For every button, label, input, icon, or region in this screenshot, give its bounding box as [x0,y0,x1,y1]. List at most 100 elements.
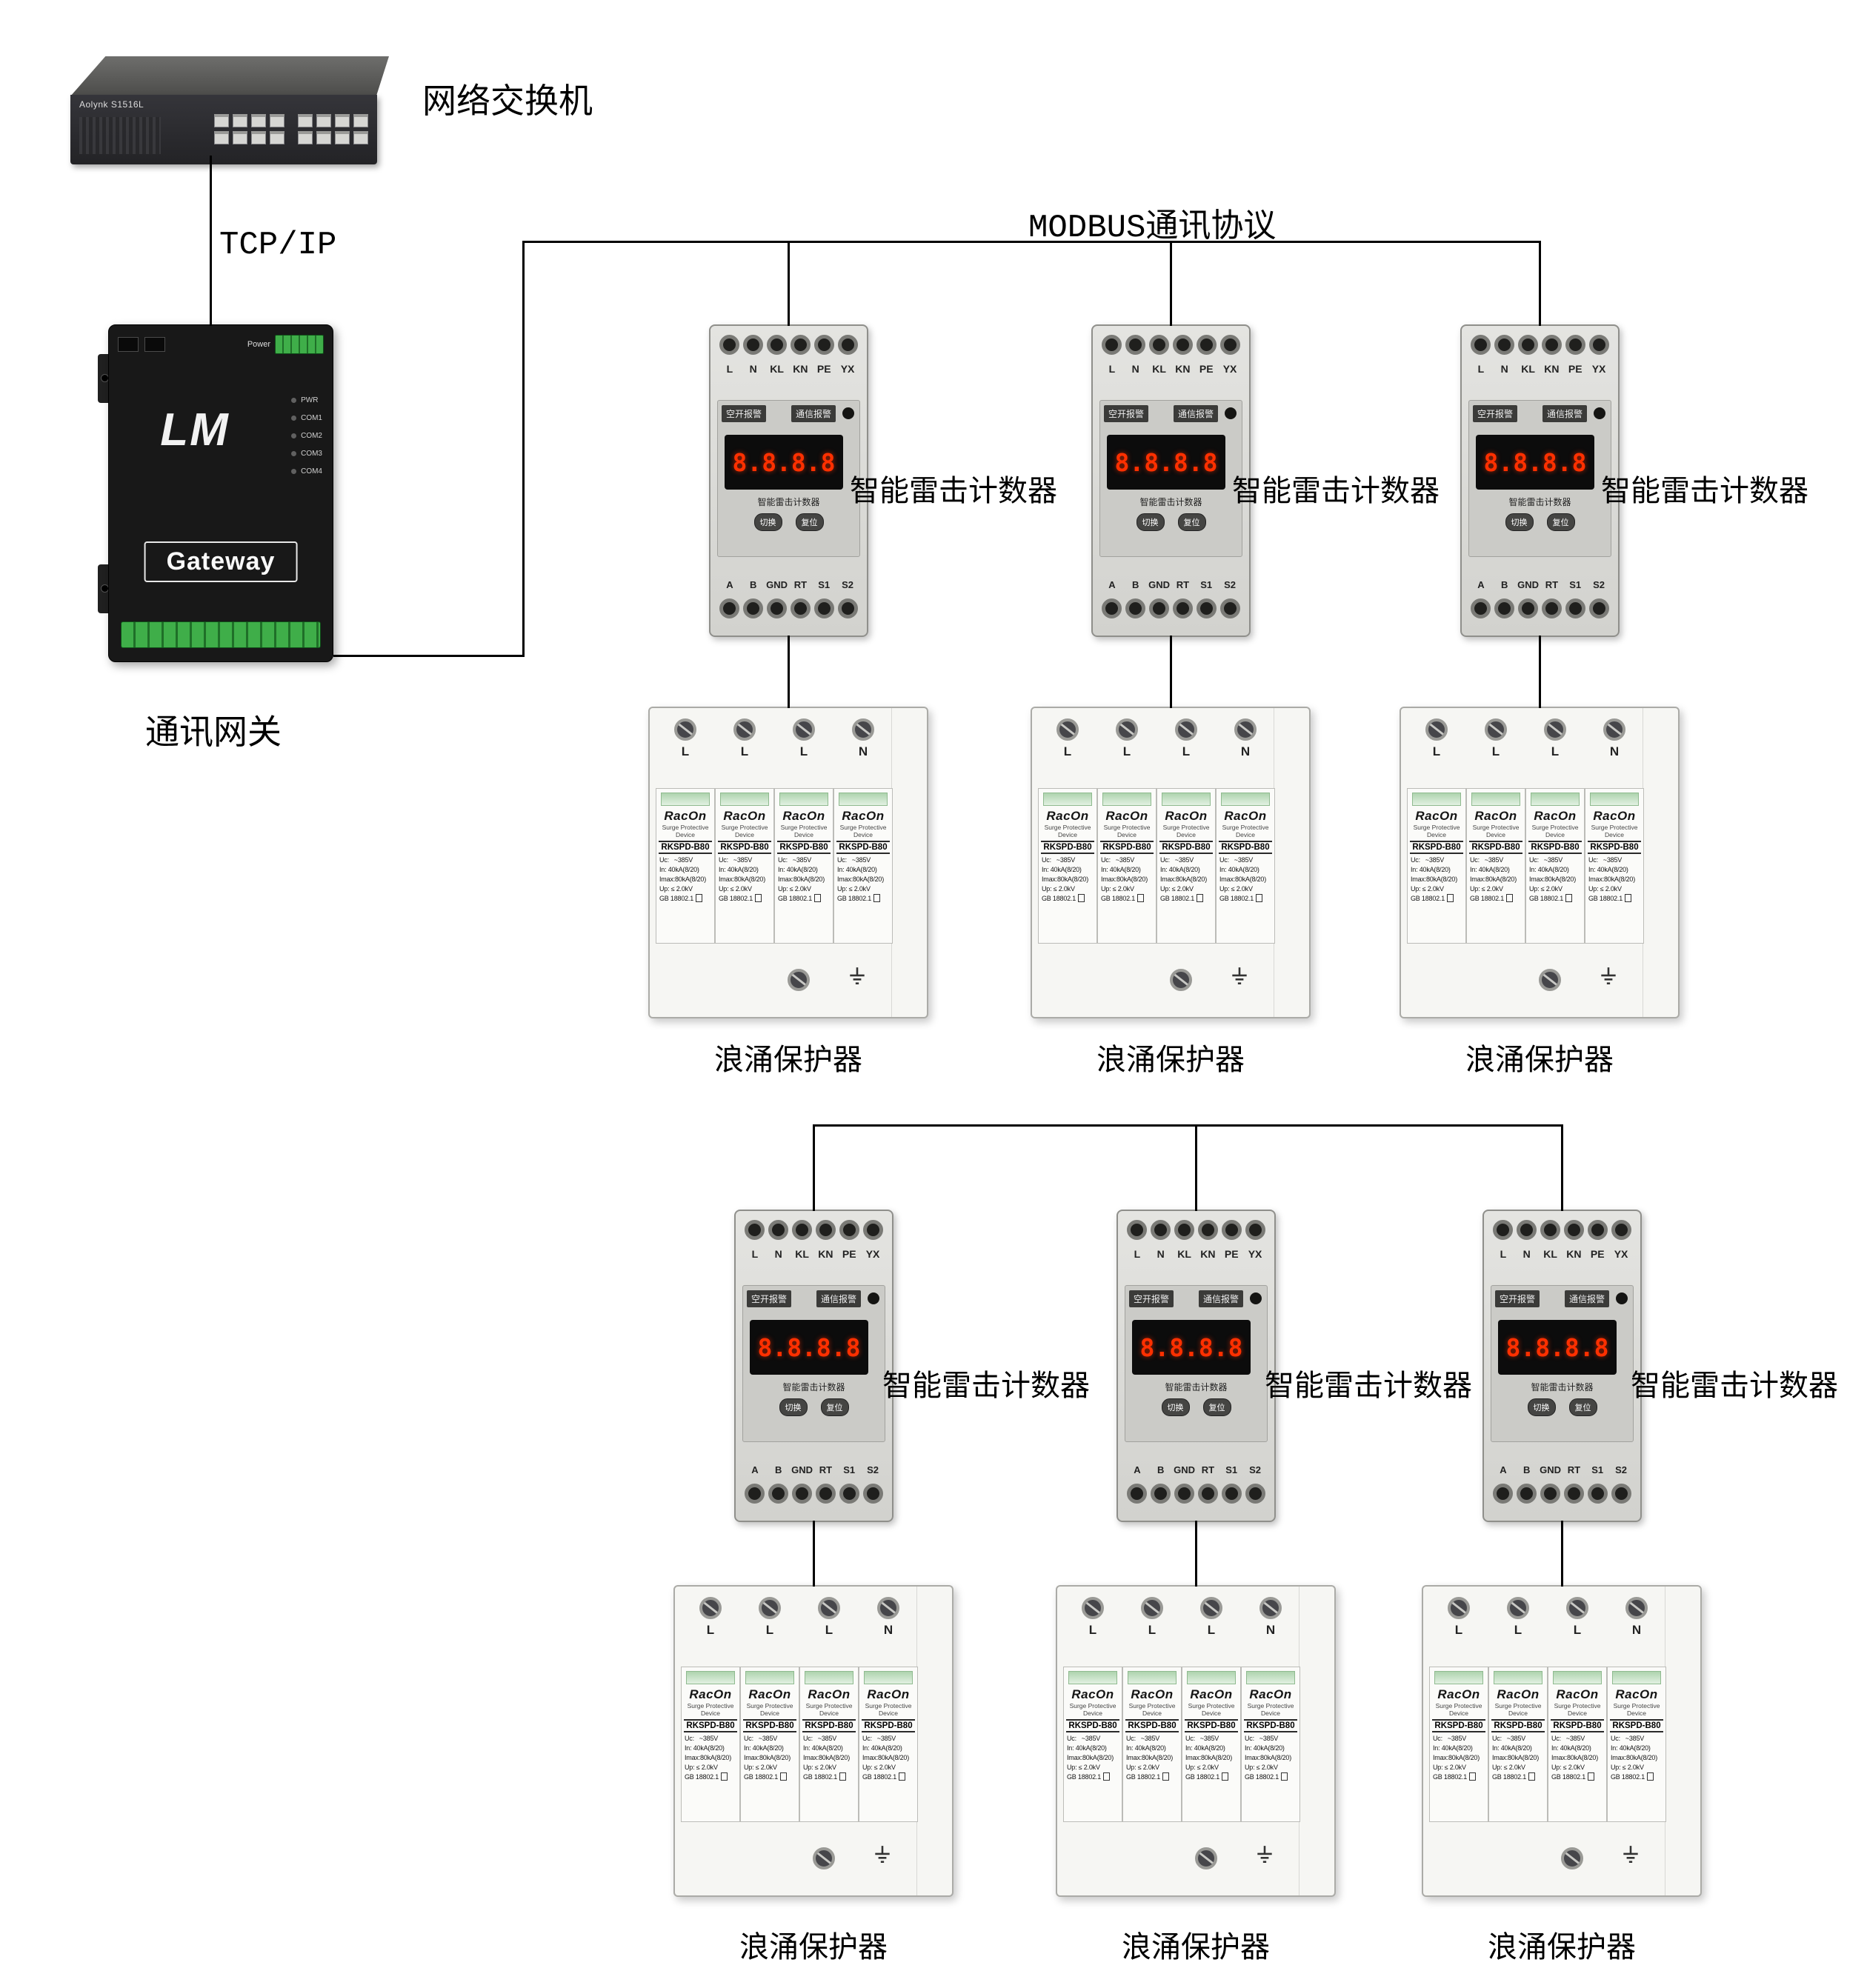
cert-mark-icon [780,1772,788,1781]
spec-line: Up: ≤ 2.0kV [837,885,871,893]
spec-line: GB 18802.1 [744,1772,797,1782]
spec-line: GB 18802.1 [1126,1772,1179,1782]
status-window [1128,1671,1177,1684]
terminal-label: GND [791,1464,813,1475]
model-number: RKSPD-B80 [1219,841,1272,854]
spec-line: Uc: ~385V [837,856,871,864]
spd-caption: 浪涌保护器 [1096,1043,1245,1076]
terminal-screw-icon [1544,718,1566,741]
spec-line: In: 40kA(8/20) [1042,866,1082,873]
device-type-text: Surge Protective Device [1162,824,1210,838]
spd-caption: 浪涌保护器 [739,1930,888,1964]
indicator-dot-icon [1616,1292,1628,1304]
switch-button: 切换 [753,513,782,531]
spec-line: Uc: ~385V [778,856,812,864]
lightning-counter-device: L N KL KN PE YX 空开报警 通信报警 8.8.8.8 智能雷击计数… [709,324,868,637]
spec-line: GB 18802.1 [1470,894,1523,904]
spec-line: Up: ≤ 2.0kV [659,885,693,893]
terminal-screw-icon [1507,1597,1529,1619]
terminal-label: N [883,1623,893,1637]
brand-logo: RacOn [1474,809,1517,823]
seven-segment-display: 8.8.8.8 [1498,1320,1617,1375]
spd-module: RacOn Surge Protective Device RKSPD-B80 … [1407,788,1466,944]
rj45-port [270,114,284,127]
wire-segment [1561,1124,1563,1211]
terminal-label: A [1134,1464,1141,1475]
breaker-alarm-label: 空开报警 [1495,1290,1540,1307]
spd-flange [1299,1587,1334,1895]
terminal-label: A [726,579,733,590]
terminal-screw-icon [1517,1484,1537,1504]
spec-line: In: 40kA(8/20) [659,866,699,873]
model-number: RKSPD-B80 [777,841,831,854]
counter-buttons: 切换 复位 [1491,1398,1633,1416]
terminal-label: S2 [867,1464,879,1475]
spec-line: In: 40kA(8/20) [1245,1744,1285,1752]
counter-front-panel: 空开报警 通信报警 8.8.8.8 智能雷击计数器 切换 复位 [1491,1285,1634,1442]
spec-line: Uc: ~385V [862,1735,896,1742]
gateway-body: Power LM PWR COM1 COM2 COM3 COM4 Gateway [108,324,333,662]
terminal-label: S2 [1593,579,1605,590]
modbus-caption: MODBUS通讯协议 [1028,210,1277,247]
rj45-port [251,114,266,127]
bottom-terminal-labels: A B GND RT S1 S2 [1125,1464,1267,1475]
rj45-port [316,114,331,127]
device-type-text: Surge Protective Device [662,824,709,838]
terminal-screw-icon [1221,1220,1242,1240]
spec-line: Imax:80kA(8/20) [1611,1754,1658,1761]
wire-segment [522,241,525,657]
model-number: RKSPD-B80 [1125,1719,1179,1732]
brand-logo: RacOn [1593,809,1636,823]
model-number: RKSPD-B80 [743,1719,796,1732]
rj45-port [298,114,313,127]
spec-line: Imax:80kA(8/20) [1551,1754,1599,1761]
counter-buttons: 切换 复位 [743,1398,885,1416]
led-row: PWR [291,396,322,404]
terminal-screw-icon [767,598,788,618]
cert-mark-icon [1447,894,1454,902]
terminal-screw-icon [1485,718,1507,741]
spec-line: Up: ≤ 2.0kV [803,1764,836,1771]
spec-list: Uc: ~385V In: 40kA(8/20) Imax:80kA(8/20)… [1125,1734,1179,1782]
rj45-port [298,131,313,144]
model-number: RKSPD-B80 [1244,1719,1297,1732]
alarm-label-row: 空开报警 通信报警 [722,405,836,422]
status-window [1471,793,1520,806]
model-number: RKSPD-B80 [718,841,771,854]
terminal-screw-icon [813,1847,835,1869]
spd-module: RacOn Surge Protective Device RKSPD-B80 … [1216,788,1275,944]
bottom-terminal-row [1125,1484,1267,1504]
cert-mark-icon [721,1772,728,1781]
terminal-screw-icon [1127,1220,1148,1240]
spec-line: Up: ≤ 2.0kV [1492,1764,1525,1771]
spec-line: GB 18802.1 [862,1772,916,1782]
terminal-screw-icon [839,1484,859,1504]
spd-top-terminals: L L L N [1038,718,1275,759]
wire-segment [1539,636,1541,708]
device-type-text: Surge Protective Device [687,1702,734,1717]
led-dot-icon [291,451,297,456]
brand-logo: RacOn [808,1687,851,1701]
spec-list: Uc: ~385V In: 40kA(8/20) Imax:80kA(8/20)… [1609,1734,1664,1782]
status-window [1102,793,1151,806]
top-terminal-labels: L N KL KN PE YX [1100,363,1242,375]
rj45-port [251,131,266,144]
spd-flange [1274,708,1309,1017]
terminal-screw-icon [1196,335,1217,355]
comm-alarm-label: 通信报警 [791,405,836,422]
terminal-screw-icon [1221,1484,1242,1504]
bottom-terminal-labels: A B GND RT S1 S2 [1100,579,1242,590]
comm-alarm-label: 通信报警 [1564,1290,1609,1307]
spec-line: GB 18802.1 [1433,1772,1486,1782]
led-dot-icon [291,416,297,421]
device-type-text: Surge Protective Device [1069,1702,1116,1717]
terminal-label: L [681,744,690,758]
terminal-label: PE [842,1248,856,1260]
terminal-screw-icon [1149,598,1170,618]
spec-line: Up: ≤ 2.0kV [1245,1764,1278,1771]
spd-module: RacOn Surge Protective Device RKSPD-B80 … [1097,788,1157,944]
led-dot-icon [291,469,297,474]
power-label: Power [247,340,270,349]
terminal-screw-icon [1563,1484,1584,1504]
spec-line: Up: ≤ 2.0kV [744,1764,777,1771]
